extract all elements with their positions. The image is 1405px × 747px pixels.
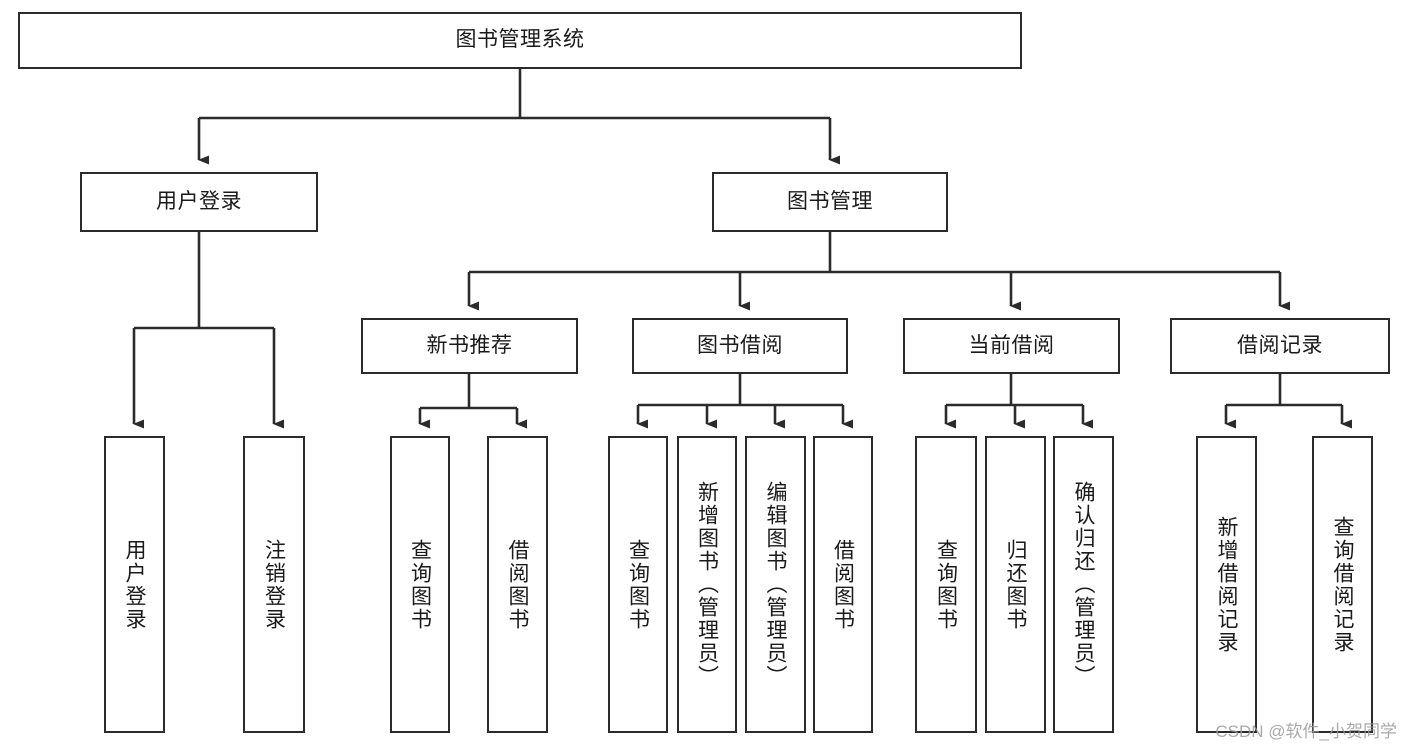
node-leaf-label: 借阅图书 — [506, 538, 529, 631]
node-borrow-record[interactable]: 借阅记录 — [1170, 318, 1390, 374]
node-leaf-label: 归还图书 — [1004, 538, 1027, 631]
node-leaf-query-borrow-record[interactable]: 查询借阅记录 — [1312, 436, 1373, 733]
node-leaf-label: 确认归还（管理员） — [1072, 481, 1095, 688]
node-leaf-label: 查询图书 — [408, 538, 432, 631]
node-leaf-label: 查询借阅记录 — [1331, 515, 1354, 654]
node-new-book-recommend-label: 新书推荐 — [426, 333, 513, 357]
node-root-system[interactable]: 图书管理系统 — [18, 12, 1022, 69]
node-leaf-edit-book-admin[interactable]: 编辑图书（管理员） — [745, 436, 806, 733]
connector-group-root — [197, 69, 840, 165]
node-leaf-label: 新增借阅记录 — [1215, 515, 1238, 654]
node-leaf-return-book[interactable]: 归还图书 — [985, 436, 1046, 733]
node-book-borrow[interactable]: 图书借阅 — [632, 318, 848, 374]
connector-group-borrow-record — [1224, 374, 1352, 429]
node-root-label: 图书管理系统 — [455, 28, 585, 52]
node-user-login[interactable]: 用户登录 — [80, 172, 318, 232]
node-leaf-add-borrow-record[interactable]: 新增借阅记录 — [1196, 436, 1257, 733]
connector-group-user-login — [132, 232, 284, 429]
node-new-book-recommend[interactable]: 新书推荐 — [361, 318, 578, 374]
node-current-borrow-label: 当前借阅 — [968, 333, 1055, 357]
node-leaf-label: 查询图书 — [934, 538, 958, 631]
node-leaf-query-book[interactable]: 查询图书 — [608, 436, 668, 733]
node-leaf-borrow-book[interactable]: 借阅图书 — [813, 436, 873, 733]
node-book-management[interactable]: 图书管理 — [712, 172, 948, 232]
node-leaf-label: 用户登录 — [123, 538, 146, 631]
node-leaf-confirm-return-admin[interactable]: 确认归还（管理员） — [1053, 436, 1114, 733]
connector-group-new-book — [418, 374, 527, 429]
node-leaf-add-book-admin[interactable]: 新增图书（管理员） — [677, 436, 737, 733]
node-leaf-label: 注销登录 — [262, 538, 286, 631]
node-leaf-logout-login[interactable]: 注销登录 — [243, 436, 305, 733]
node-leaf-query-book-current[interactable]: 查询图书 — [915, 436, 977, 733]
node-leaf-borrow-book-recommend[interactable]: 借阅图书 — [487, 436, 548, 733]
connector-group-current-borrow — [944, 374, 1093, 429]
node-user-login-label: 用户登录 — [156, 189, 242, 213]
node-leaf-user-login[interactable]: 用户登录 — [104, 436, 165, 733]
node-leaf-label: 借阅图书 — [831, 538, 855, 631]
node-leaf-query-book-recommend[interactable]: 查询图书 — [390, 436, 450, 733]
node-leaf-label: 查询图书 — [626, 538, 650, 631]
connector-group-book-management — [467, 232, 1290, 311]
node-current-borrow[interactable]: 当前借阅 — [903, 318, 1120, 374]
node-book-management-label: 图书管理 — [787, 189, 873, 213]
node-leaf-label: 新增图书（管理员） — [695, 481, 719, 688]
node-book-borrow-label: 图书借阅 — [697, 333, 783, 357]
node-borrow-record-label: 借阅记录 — [1237, 333, 1323, 357]
connector-group-book-borrow — [636, 374, 853, 429]
node-leaf-label: 编辑图书（管理员） — [764, 481, 787, 688]
